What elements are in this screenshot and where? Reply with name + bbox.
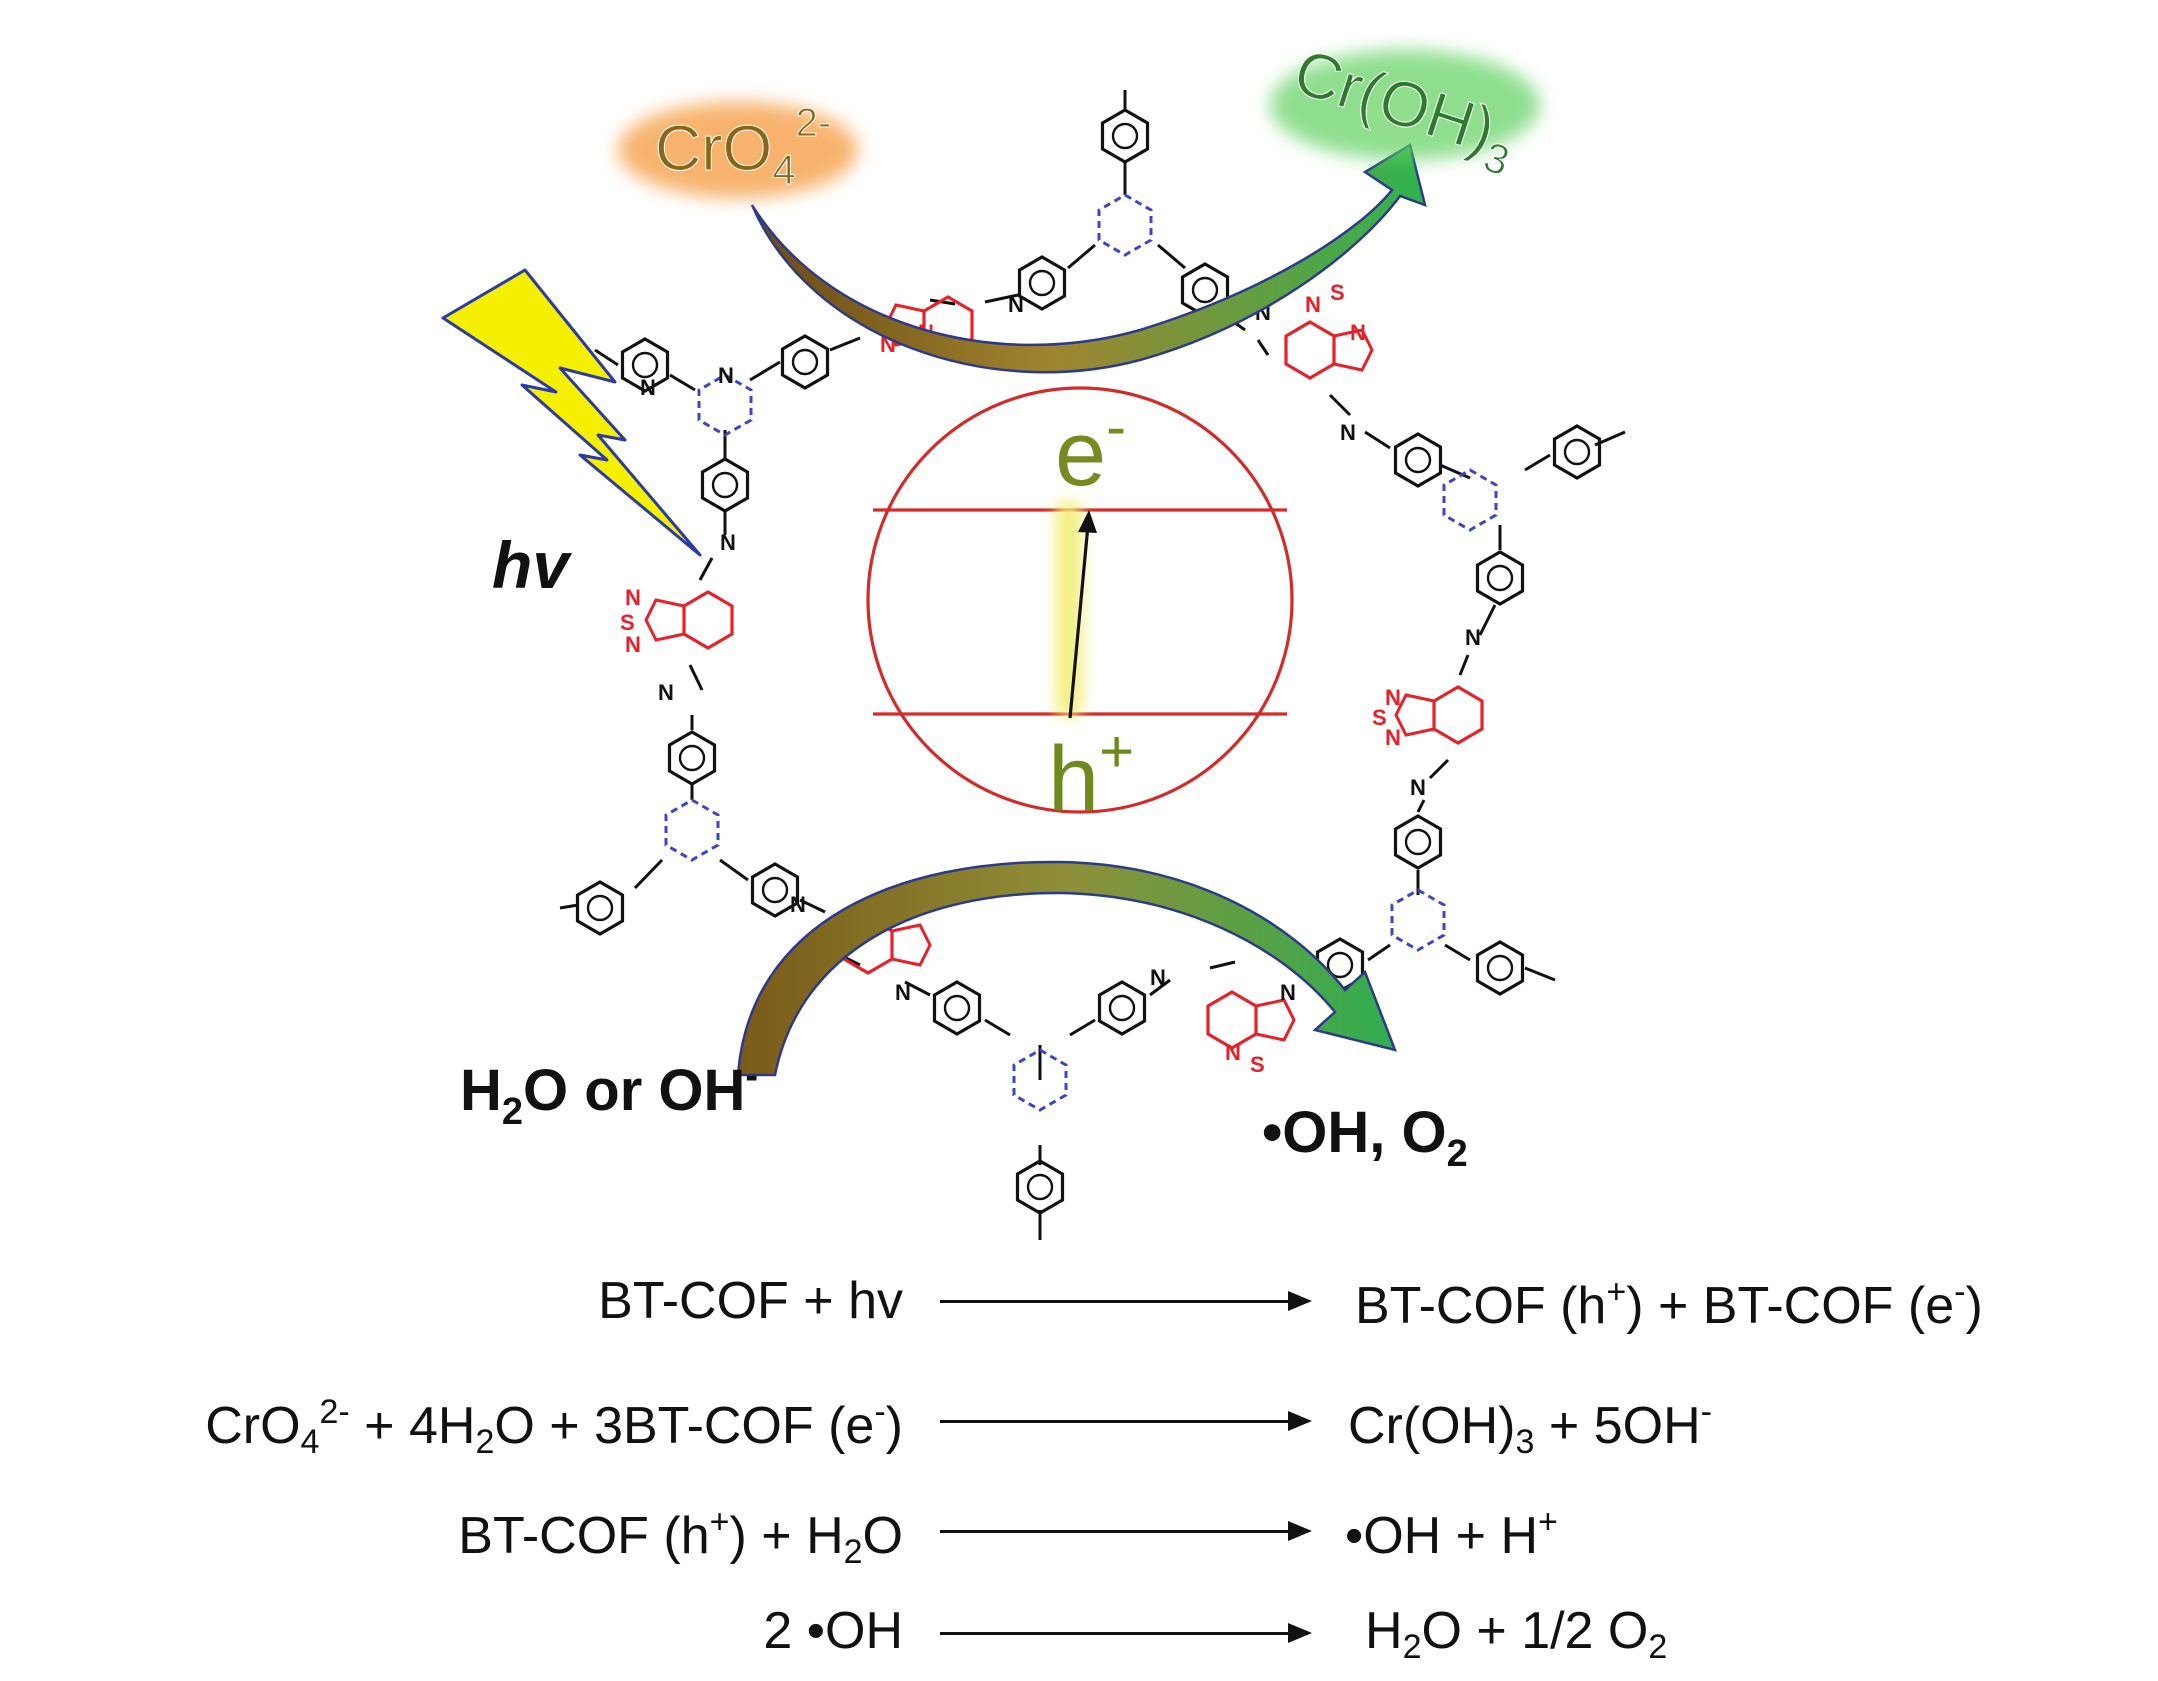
equation-1-arrow	[940, 1291, 1312, 1311]
svg-text:N: N	[790, 892, 806, 917]
svg-text:CrO42-: CrO42-	[655, 101, 831, 193]
equation-3-lhs: BT-COF (h+) + H2O	[458, 1503, 903, 1571]
svg-text:N: N	[1225, 1040, 1241, 1065]
svg-text:N: N	[1305, 292, 1321, 317]
lightning-bolt-icon	[441, 268, 702, 557]
water-hydroxide-label: H2O or OH-	[460, 1055, 758, 1133]
svg-text:N: N	[658, 680, 674, 705]
svg-text:N: N	[1008, 292, 1024, 317]
band-diagram	[866, 386, 1294, 814]
svg-text:N: N	[1385, 725, 1401, 750]
top-reduction-arrow	[750, 143, 1427, 374]
equation-4-arrow	[940, 1623, 1312, 1643]
equation-2-rhs: Cr(OH)3 + 5OH-	[1348, 1393, 1712, 1461]
equation-3-rhs: •OH + H+	[1345, 1503, 1558, 1565]
svg-text:N: N	[625, 632, 641, 657]
oxidation-products-label: •OH, O2	[1262, 1100, 1468, 1175]
svg-text:S: S	[1372, 705, 1387, 730]
hole-label: h+	[1048, 718, 1134, 830]
bottom-oxidation-arrow	[736, 860, 1398, 1077]
svg-text:N: N	[625, 585, 641, 610]
svg-text:N: N	[1410, 775, 1426, 800]
svg-text:N: N	[1340, 420, 1356, 445]
svg-text:N: N	[1350, 320, 1366, 345]
equation-4-lhs: 2 •OH	[763, 1602, 903, 1660]
svg-text:S: S	[1330, 280, 1345, 305]
svg-text:N: N	[1465, 625, 1481, 650]
svg-text:S: S	[620, 610, 635, 635]
chromate-label: CrO42-	[618, 101, 858, 198]
svg-text:N: N	[718, 363, 734, 388]
svg-text:S: S	[1250, 1052, 1265, 1077]
svg-text:N: N	[720, 530, 736, 555]
svg-text:N: N	[1385, 685, 1401, 710]
svg-text:N: N	[640, 375, 656, 400]
photon-label: hv	[492, 528, 572, 602]
svg-text:N: N	[1150, 965, 1166, 990]
electron-label: e-	[1055, 393, 1126, 505]
equation-2-arrow	[940, 1411, 1312, 1431]
equation-1-rhs: BT-COF (h+) + BT-COF (e-)	[1355, 1273, 1983, 1335]
equation-3-arrow	[940, 1521, 1312, 1541]
svg-text:N: N	[895, 980, 911, 1005]
equation-4-rhs: H2O + 1/2 O2	[1365, 1602, 1668, 1666]
equation-1-lhs: BT-COF + hv	[598, 1272, 903, 1330]
svg-text:N: N	[1280, 980, 1296, 1005]
equation-2-lhs: CrO42- + 4H2O + 3BT-COF (e-)	[205, 1393, 903, 1461]
